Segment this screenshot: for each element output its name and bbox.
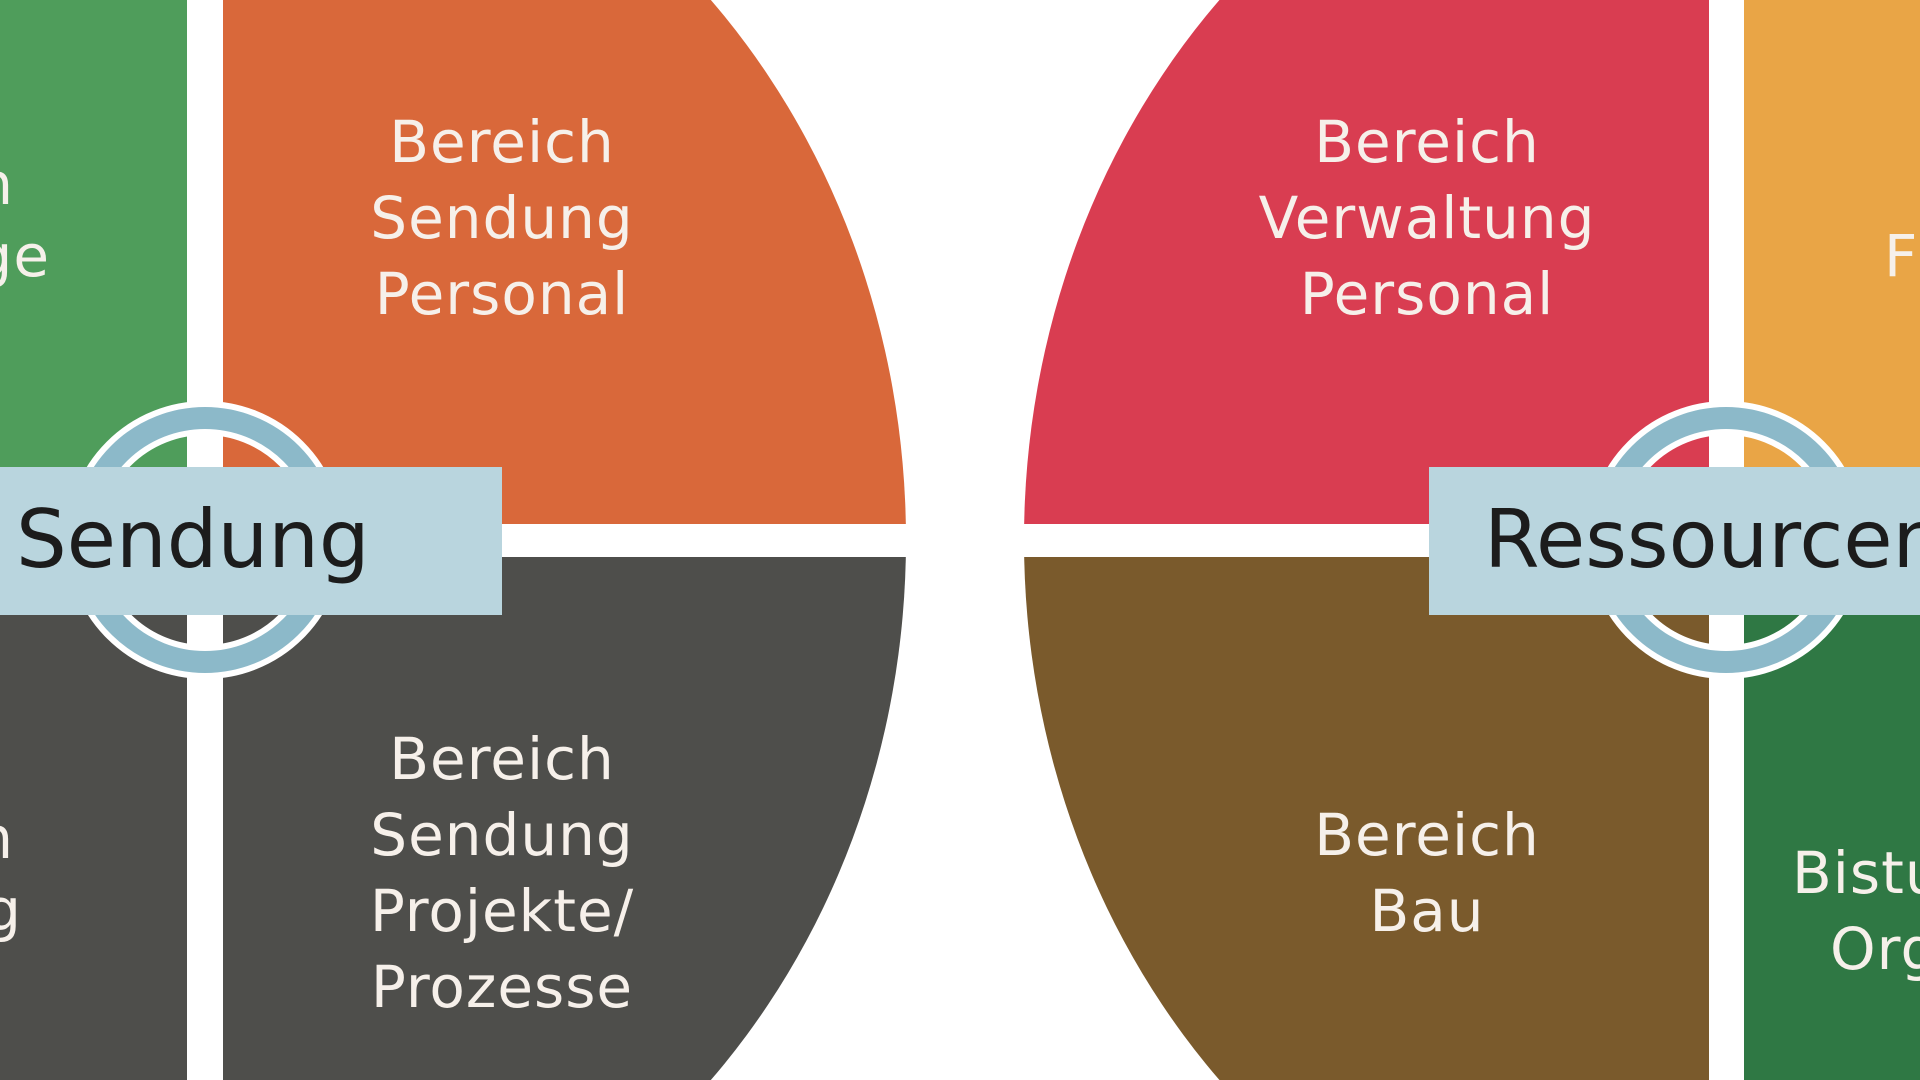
ressourcen-label: Ressourcen [1429,467,1920,615]
quadrant-label: Bereich [389,108,615,176]
ressourcen-label-text: Ressourcen [1484,493,1920,586]
quadrant-label: Bau [1369,877,1484,945]
quadrant-label: Personal [375,260,630,328]
quadrant-label: Projekte/ [370,877,634,945]
sendung-label: Sendung [0,467,502,615]
quadrant-label: Bereich [389,725,615,793]
ressourcen-circle [1024,0,1920,1080]
partial-text: ge [0,222,50,290]
partial-text: F [1884,222,1918,290]
quadrant-label: Sendung [370,184,633,252]
partial-text: Org [1830,915,1920,983]
quadrant-label: Sendung [370,801,633,869]
partial-text: Bistu [1792,839,1920,907]
quadrant-label: Verwaltung [1259,184,1596,252]
partial-text: n [0,150,14,218]
quadrant-label: Personal [1300,260,1555,328]
quadrant-label: Prozesse [371,953,633,1021]
quadrant-label: Bereich [1314,801,1540,869]
partial-text: n [0,804,14,872]
quadrant-label: Bereich [1314,108,1540,176]
partial-text: g [0,876,22,944]
sendung-label-text: Sendung [16,493,370,586]
